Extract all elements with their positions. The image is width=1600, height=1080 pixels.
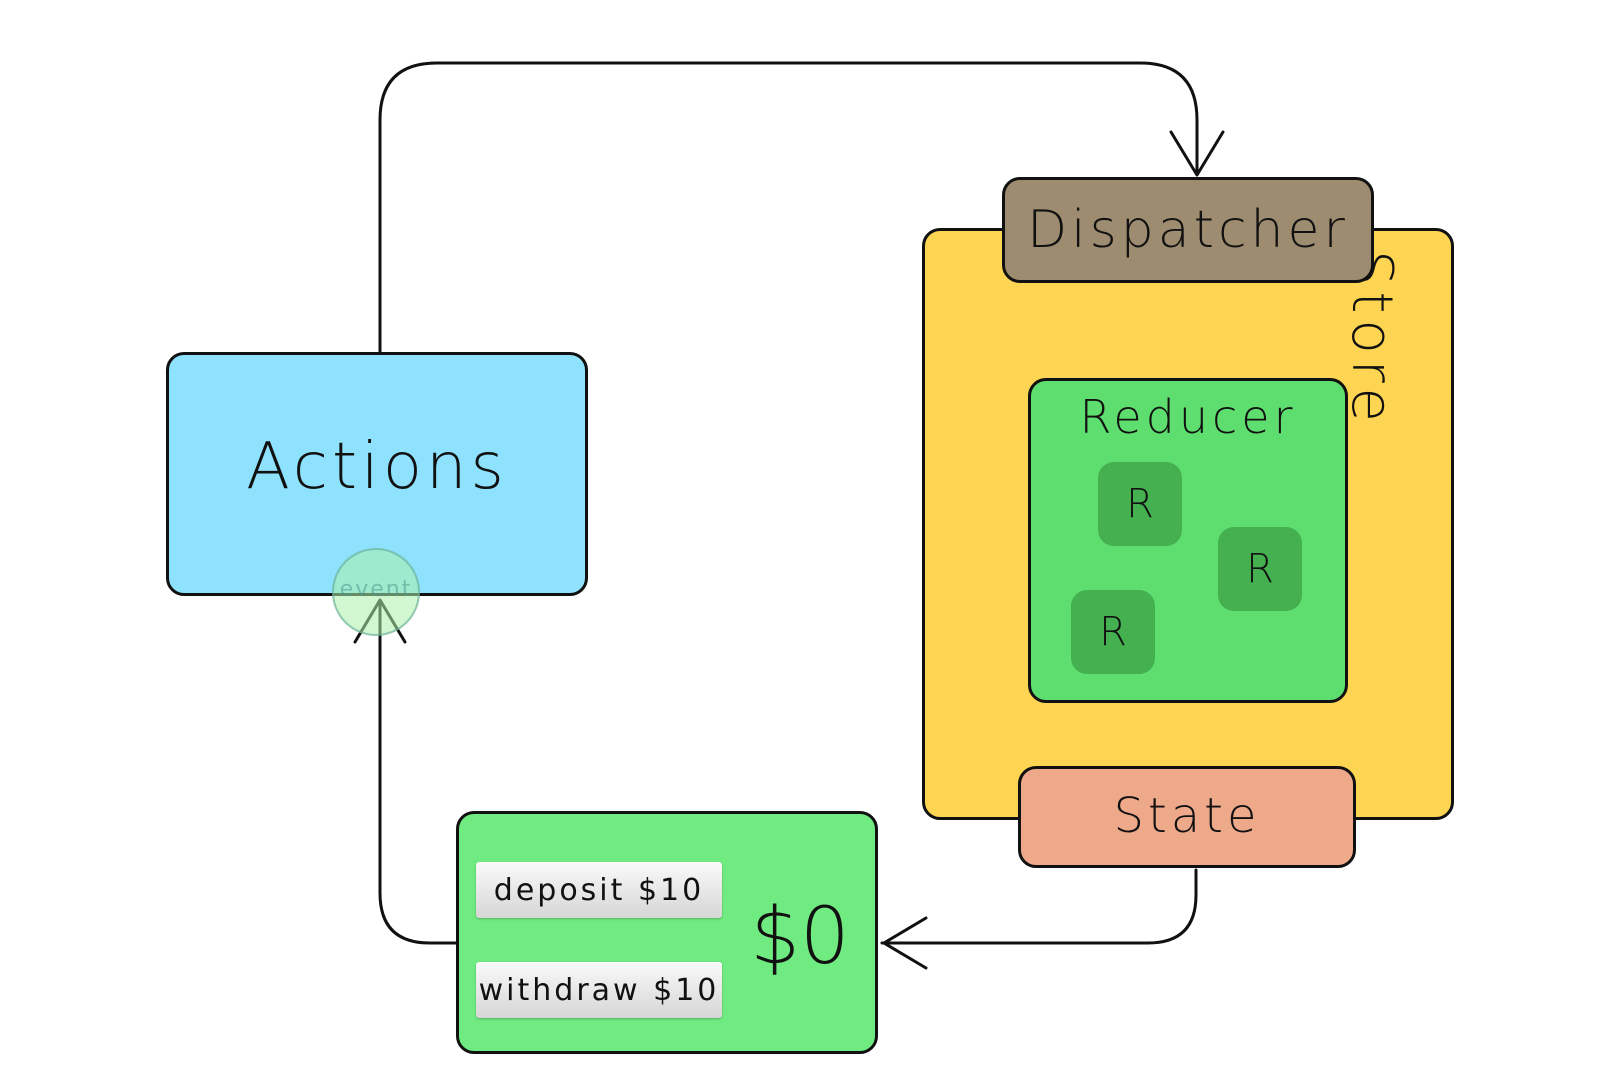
reducer-label: Reducer [1079, 390, 1297, 444]
actions-label: Actions [246, 430, 508, 504]
arrow-state-to-view [880, 868, 1198, 945]
deposit-button[interactable]: deposit $10 [476, 862, 722, 918]
event-label: event [339, 577, 413, 602]
arrowhead-view [882, 916, 928, 970]
dispatcher-box [1002, 177, 1374, 283]
arrow-actions-to-dispatcher [378, 61, 1199, 354]
reducer-item: R [1071, 590, 1155, 674]
dispatcher-label: Dispatcher [1027, 200, 1349, 260]
event-indicator [332, 548, 420, 636]
reducer-item: R [1218, 527, 1302, 611]
withdraw-button[interactable]: withdraw $10 [476, 962, 722, 1018]
arrow-view-to-actions [378, 600, 458, 945]
state-box [1018, 766, 1356, 868]
balance-value: $0 [750, 892, 850, 982]
arrowhead-dispatcher [1169, 130, 1225, 177]
reducer-item: R [1098, 462, 1182, 546]
state-label: State [1113, 788, 1261, 844]
